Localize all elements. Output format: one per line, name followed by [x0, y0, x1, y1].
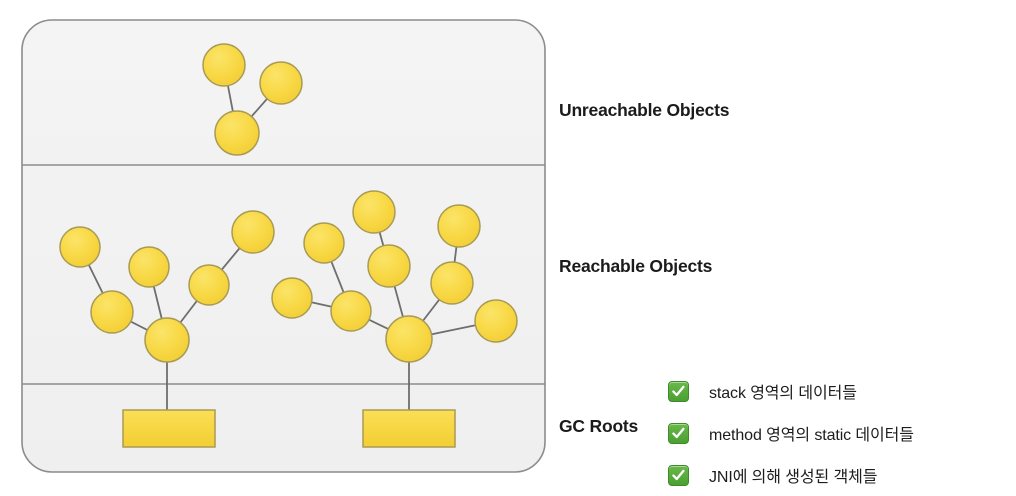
reachable-object-node [330, 290, 372, 332]
gc-root-check-label: stack 영역의 데이터들 [709, 385, 857, 402]
reachable-nodes [59, 190, 518, 363]
reachable-object-node [367, 244, 411, 288]
gc-root-boxes [122, 409, 456, 448]
unreachable-object-node [214, 110, 260, 156]
gc-root-check-item: method 영역의 static 데이터들 [668, 412, 1008, 454]
unreachable-nodes [202, 43, 303, 156]
label-unreachable-objects: Unreachable Objects [559, 100, 730, 120]
gc-root-check-label: method 영역의 static 데이터들 [709, 427, 914, 444]
gc-roots-check-list: stack 영역의 데이터들 method 영역의 static 데이터들 JNI에… [668, 370, 1008, 496]
reachable-object-node [385, 315, 433, 363]
reachable-object-node [59, 226, 101, 268]
diagram-canvas: Unreachable Objects Reachable Objects GC… [21, 19, 914, 486]
reachable-object-node [144, 317, 190, 363]
gc-root-check-item: stack 영역의 데이터들 [668, 370, 1008, 412]
gc-root-check-label: JNI에 의해 생성된 객체들 [709, 469, 878, 486]
label-reachable-objects: Reachable Objects [559, 256, 713, 276]
label-gc-roots: GC Roots [559, 416, 639, 436]
reachable-object-node [430, 261, 474, 305]
reachable-object-node [474, 299, 518, 343]
check-square-icon [668, 380, 689, 402]
reachable-object-node [128, 246, 170, 288]
unreachable-object-node [259, 61, 303, 105]
section-dividers [22, 164, 545, 385]
gc-root-box [122, 409, 216, 448]
heap-diagram [21, 19, 546, 473]
check-square-icon [668, 422, 689, 444]
reachable-object-node [437, 204, 481, 248]
reachable-object-node [352, 190, 396, 234]
gc-root-box [362, 409, 456, 448]
reachable-object-node [188, 264, 230, 306]
gc-root-check-item: JNI에 의해 생성된 객체들 [668, 454, 1008, 496]
reachable-object-node [303, 222, 345, 264]
check-square-icon [668, 464, 689, 486]
reachable-object-node [271, 277, 313, 319]
reachable-object-node [231, 210, 275, 254]
reachable-object-node [90, 290, 134, 334]
unreachable-object-node [202, 43, 246, 87]
